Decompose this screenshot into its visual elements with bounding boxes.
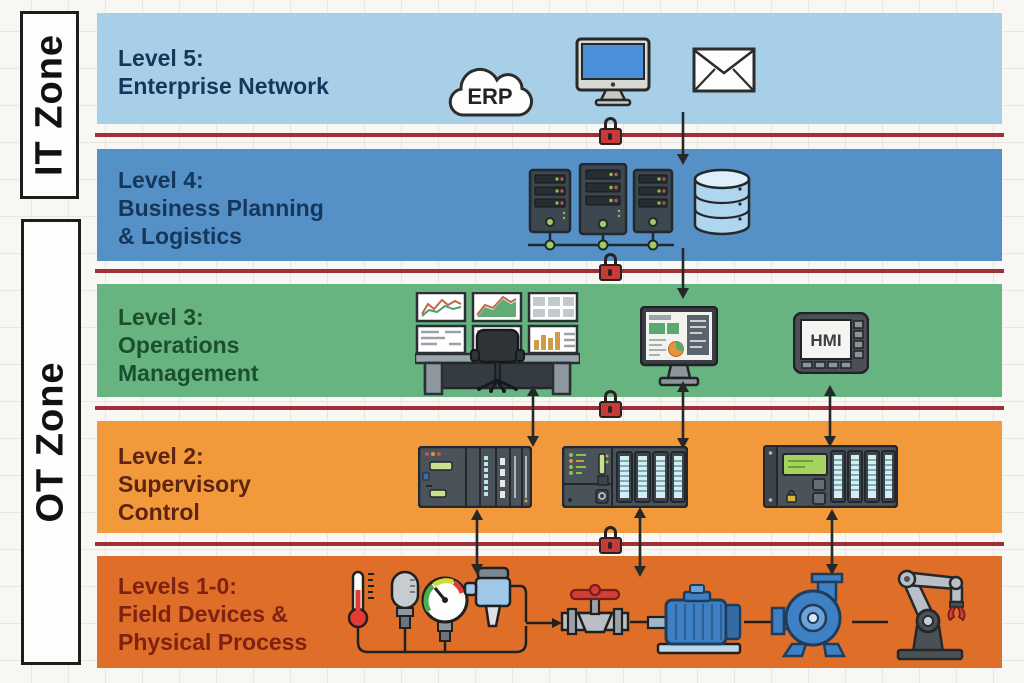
control-room-workstation-icon [415,292,580,396]
server-tower-1 [528,168,572,234]
band-level-5: Level 5: Enterprise Network ERP [97,13,1002,124]
firewall-line-3 [95,406,1004,410]
hmi-panel-icon: HMI [793,312,869,374]
hmi-label: HMI [810,331,841,350]
robot-arm-icon [896,569,966,661]
office-chair [470,328,525,393]
server-tower-3 [632,168,674,234]
ot-zone-label: OT Zone [29,361,72,523]
email-envelope-icon [692,47,756,93]
thermometer-icon [347,570,374,629]
band-level-4: Level 4: Business Planning & Logistics [97,149,1002,261]
plc-rack-3-icon [763,445,898,508]
firewall-line-4 [95,542,1004,546]
padlock-icon-1 [598,117,622,145]
field-devices-icons [347,566,966,661]
padlock-icon-2 [598,253,622,281]
scada-dashboard-monitor-icon [640,306,718,387]
plc-rack-2-icon [562,446,688,508]
band-levels-1-0: Levels 1-0: Field Devices & Physical Pro… [97,556,1002,668]
firewall-line-2 [95,269,1004,273]
level-2-title: Level 2: Supervisory Control [118,443,251,525]
small-lock-glyph [786,489,797,503]
transmitter-icon [463,566,512,628]
level-sensor-icon [390,570,420,629]
electric-motor-icon [646,584,742,655]
levels-1-0-title: Levels 1-0: Field Devices & Physical Pro… [118,573,308,655]
control-valve-icon [560,583,630,636]
band-level-3: Level 3: Operations Management [97,284,1002,397]
database-icon [693,168,751,236]
erp-label: ERP [467,84,512,109]
level-5-title: Level 5: Enterprise Network [118,45,329,99]
firewall-line-1 [95,133,1004,137]
server-tower-2 [578,163,628,236]
level-4-title: Level 4: Business Planning & Logistics [118,167,324,249]
band-level-2: Level 2: Supervisory Control [97,421,1002,533]
pressure-gauge-icon [421,576,469,642]
ot-zone-box: OT Zone [21,219,81,665]
erp-cloud-icon: ERP [448,67,534,117]
padlock-icon-3 [598,390,622,418]
plc-rack-1-icon [418,446,532,508]
padlock-icon-4 [598,526,622,554]
server-network-and-database-icon [528,163,751,251]
centrifugal-pump-icon [770,572,847,658]
desktop-monitor-icon [575,37,651,107]
level-3-title: Level 3: Operations Management [118,304,259,386]
it-zone-box: IT Zone [20,11,79,199]
it-zone-label: IT Zone [28,33,70,177]
